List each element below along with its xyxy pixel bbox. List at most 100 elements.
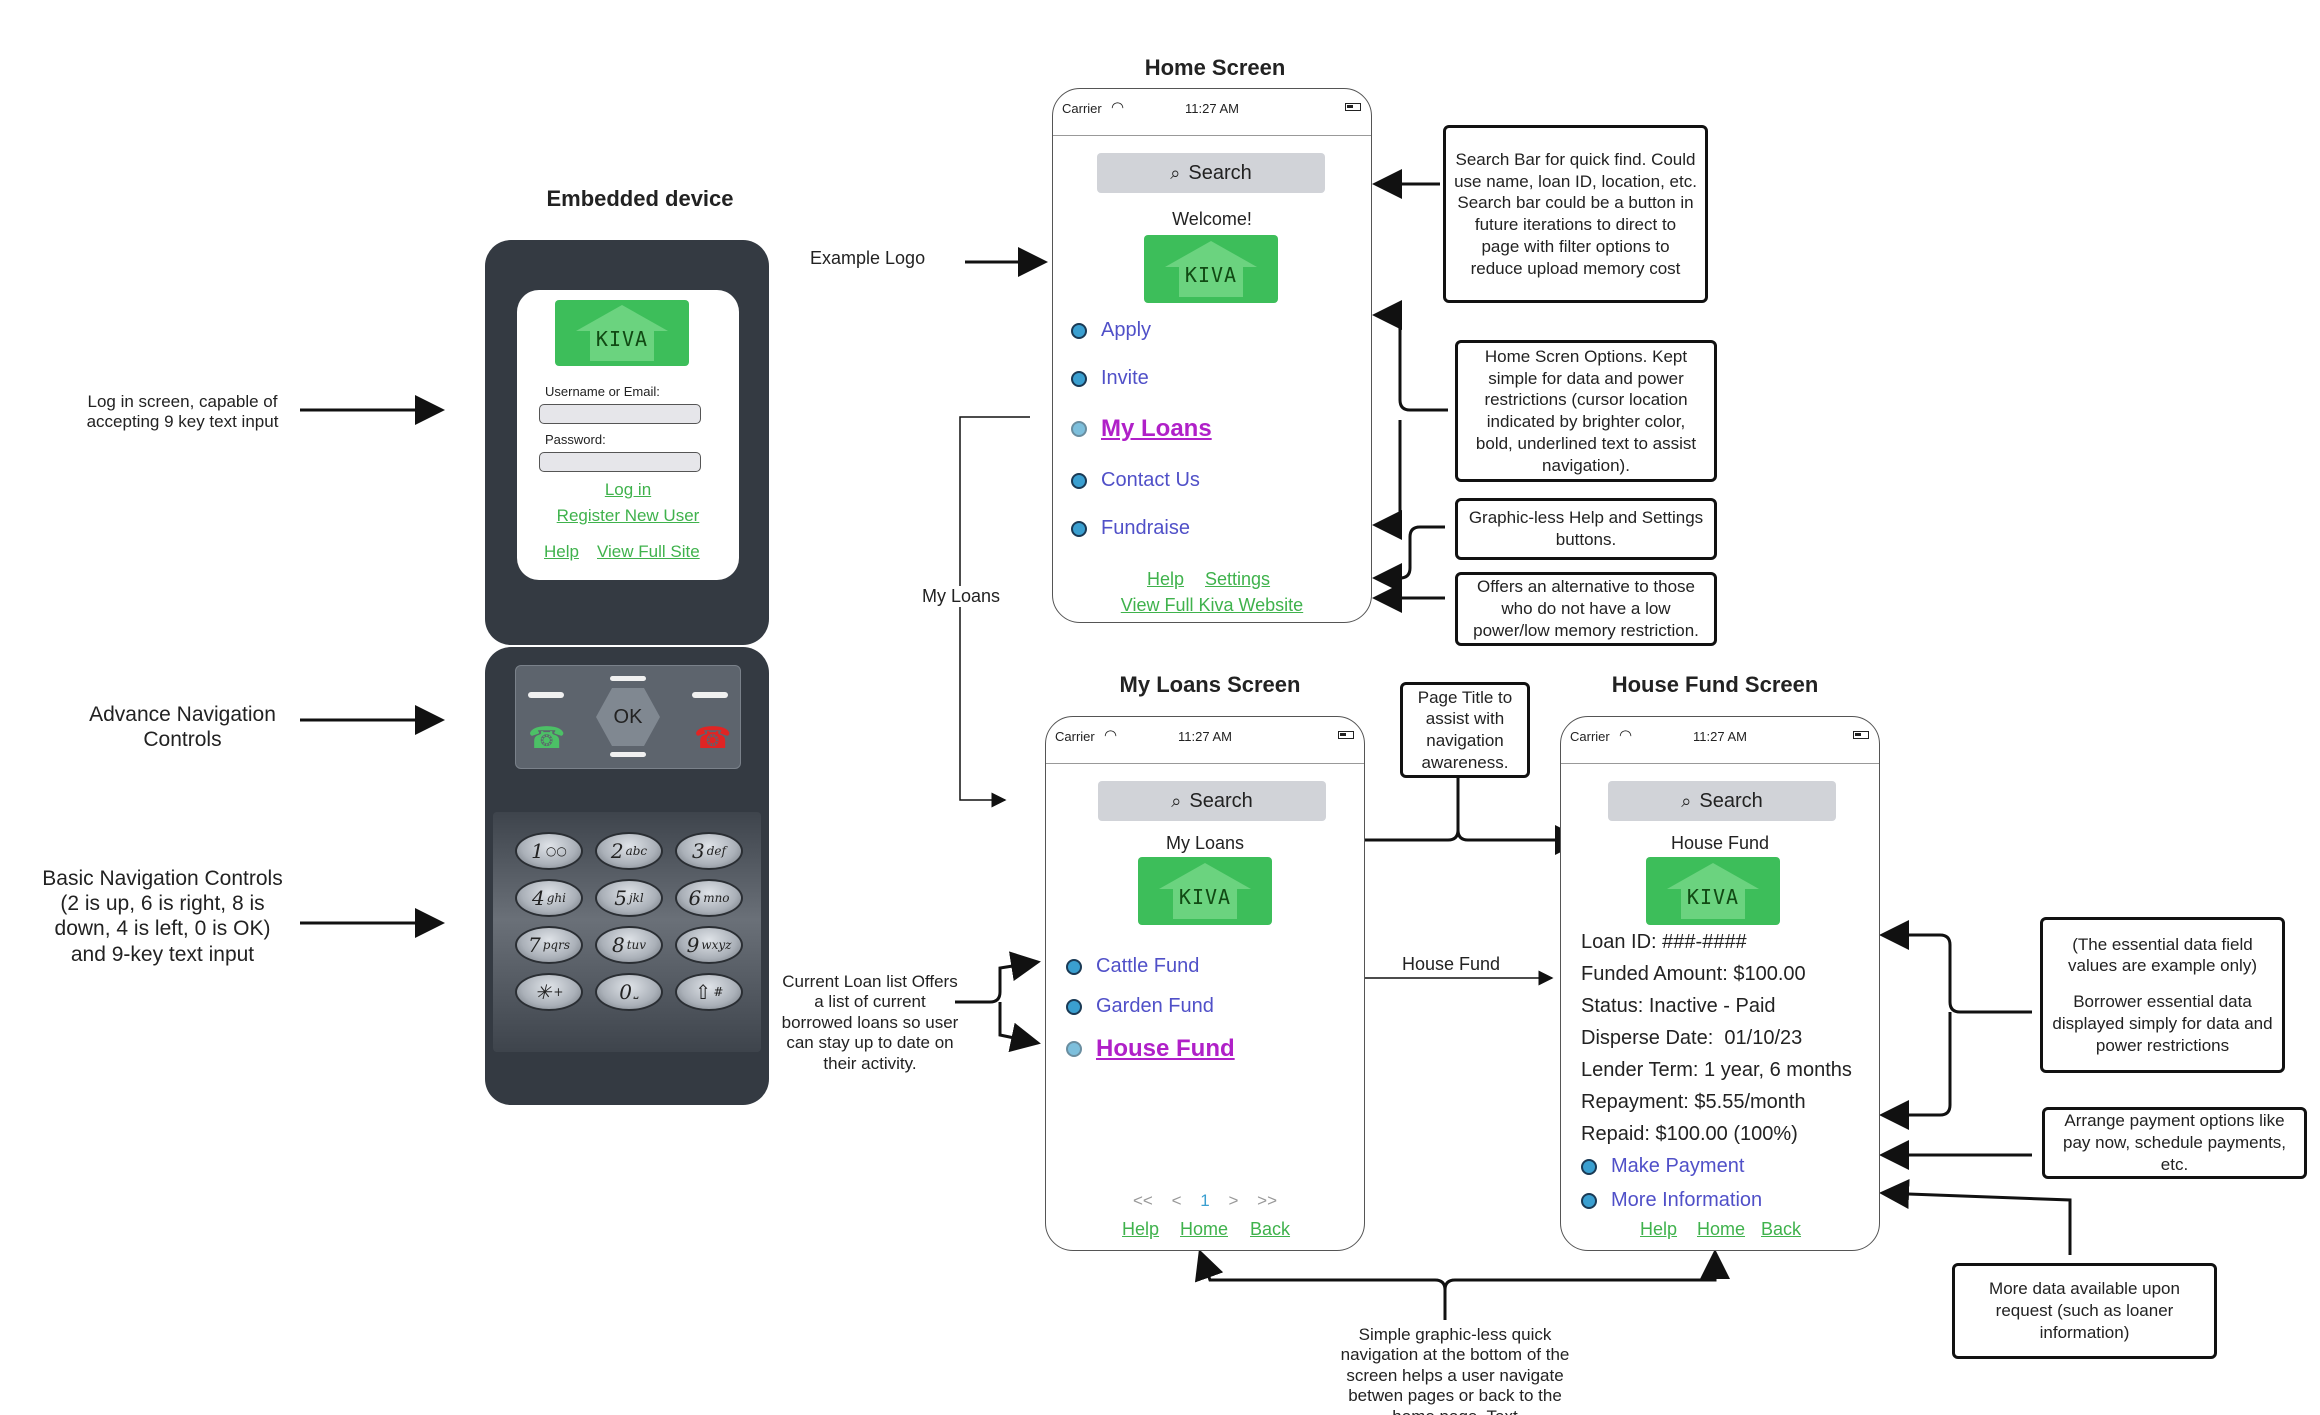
home-full-site-link[interactable]: View Full Kiva Website [1120,595,1304,615]
home-screen-phone: Carrier◠ 11:27 AM ⌕Search Welcome! KIVA … [1052,88,1372,623]
help-settings-note-box: Graphic-less Help and Settings buttons. [1455,498,1717,560]
pager: << < 1 > >> [1046,1191,1364,1211]
field-disperse-date: Disperse Date: 01/10/23 [1581,1027,1803,1049]
house-fund-screen-title: House Fund Screen [1611,672,1819,697]
nav-pad: OK ☎ ☎ [515,665,741,769]
menu-item-invite[interactable]: Invite [1071,367,1149,390]
loan-item-cattle-fund[interactable]: Cattle Fund [1066,955,1199,978]
welcome-text: Welcome! [1172,209,1252,229]
wifi-icon: ◠ [1619,727,1633,744]
pager-prev[interactable]: < [1171,1191,1182,1210]
my-loans-logo: KIVA [1138,857,1272,925]
device-register-link[interactable]: Register New User [556,506,700,525]
down-key[interactable] [610,752,646,757]
username-field[interactable] [539,404,701,424]
end-call-icon[interactable]: ☎ [694,722,732,755]
house-fund-status-bar: Carrier◠ 11:27 AM [1561,717,1879,764]
search-icon: ⌕ [1171,790,1182,811]
my-loans-search-bar[interactable]: ⌕Search [1098,781,1326,821]
my-loans-back-link[interactable]: Back [1250,1219,1291,1239]
house-fund-help-link[interactable]: Help [1640,1219,1678,1239]
pager-first[interactable]: << [1133,1191,1153,1210]
house-fund-logo: KIVA [1646,857,1780,925]
example-logo-label: Example Logo [810,248,926,268]
house-fund-phone: Carrier◠ 11:27 AM ⌕Search House Fund KIV… [1560,716,1880,1251]
search-bar-note-box: Search Bar for quick find. Could use nam… [1443,125,1708,303]
ok-button[interactable]: OK [596,688,660,746]
wifi-icon: ◠ [1104,727,1118,744]
essential-data-disclaimer: (The essential data field values are exa… [2068,934,2257,976]
my-loans-heading: My Loans [1165,833,1245,853]
my-loans-home-link[interactable]: Home [1180,1219,1229,1239]
device-full-site-link[interactable]: View Full Site [597,542,700,561]
call-icon[interactable]: ☎ [528,722,566,755]
field-loan-id: Loan ID: ###-#### [1581,931,1747,953]
pager-page[interactable]: 1 [1200,1191,1210,1210]
more-data-note-box: More data available upon request (such a… [1952,1263,2217,1359]
home-logo: KIVA [1144,235,1278,303]
pager-last[interactable]: >> [1257,1191,1277,1210]
field-funded-amount: Funded Amount: $100.00 [1581,963,1806,985]
my-loans-phone: Carrier◠ 11:27 AM ⌕Search My Loans KIVA … [1045,716,1365,1251]
loan-item-house-fund[interactable]: House Fund [1066,1035,1235,1063]
key-1[interactable]: 1○○ [515,832,583,870]
loan-item-garden-fund[interactable]: Garden Fund [1066,995,1214,1018]
left-soft-key[interactable] [528,692,564,698]
home-help-link[interactable]: Help [1147,569,1185,589]
password-field[interactable] [539,452,701,472]
field-status: Status: Inactive - Paid [1581,995,1776,1017]
my-loans-status-bar: Carrier◠ 11:27 AM [1046,717,1364,764]
house-fund-heading: House Fund [1670,833,1770,853]
key-star[interactable]: ✳+ [515,973,583,1011]
field-repaid: Repaid: $100.00 (100%) [1581,1123,1798,1145]
menu-item-apply[interactable]: Apply [1071,319,1151,342]
battery-icon [1853,731,1869,739]
right-soft-key[interactable] [692,692,728,698]
home-options-note-box: Home Scren Options. Kept simple for data… [1455,340,1717,482]
device-login-link[interactable]: Log in [604,480,652,499]
embedded-device-title: Embedded device [546,186,734,211]
search-icon: ⌕ [1170,162,1181,183]
house-fund-search-bar[interactable]: ⌕Search [1608,781,1836,821]
pager-next[interactable]: > [1228,1191,1239,1210]
field-lender-term: Lender Term: 1 year, 6 months [1581,1059,1852,1081]
menu-item-contact-us[interactable]: Contact Us [1071,469,1200,492]
menu-item-fundraise[interactable]: Fundraise [1071,517,1190,540]
current-loan-note: Current Loan list Offers a list of curre… [781,972,959,1073]
home-settings-link[interactable]: Settings [1205,569,1271,589]
page-title-note-box: Page Title to assist with navigation awa… [1400,682,1530,778]
login-note: Log in screen, capable of accepting 9 ke… [86,392,279,432]
home-search-bar[interactable]: ⌕Search [1097,153,1325,193]
up-key[interactable] [610,676,646,681]
arrange-payment-note-box: Arrange payment options like pay now, sc… [2042,1107,2307,1179]
more-information-item[interactable]: More Information [1581,1189,1762,1212]
my-loans-help-link[interactable]: Help [1122,1219,1160,1239]
wifi-icon: ◠ [1111,99,1125,116]
device-help-link[interactable]: Help [544,542,579,561]
key-hash[interactable]: ⇧# [675,973,743,1011]
key-0[interactable]: 0⎵ [595,973,663,1011]
password-label: Password: [545,432,606,447]
my-loans-screen-title: My Loans Screen [1119,672,1301,697]
basic-nav-note: Basic Navigation Controls (2 is up, 6 is… [42,867,283,966]
device-logo: KIVA [555,300,689,366]
search-icon: ⌕ [1681,790,1692,811]
advance-nav-note: Advance Navigation Controls [89,703,276,752]
house-fund-back-link[interactable]: Back [1761,1219,1802,1239]
menu-item-my-loans[interactable]: My Loans [1071,415,1212,443]
my-loans-arrow-label: My Loans [920,586,1003,607]
username-label: Username or Email: [545,384,660,399]
house-fund-home-link[interactable]: Home [1697,1219,1746,1239]
device-screen: KIVA Username or Email: Password: Log in… [517,290,739,580]
make-payment-item[interactable]: Make Payment [1581,1155,1744,1178]
